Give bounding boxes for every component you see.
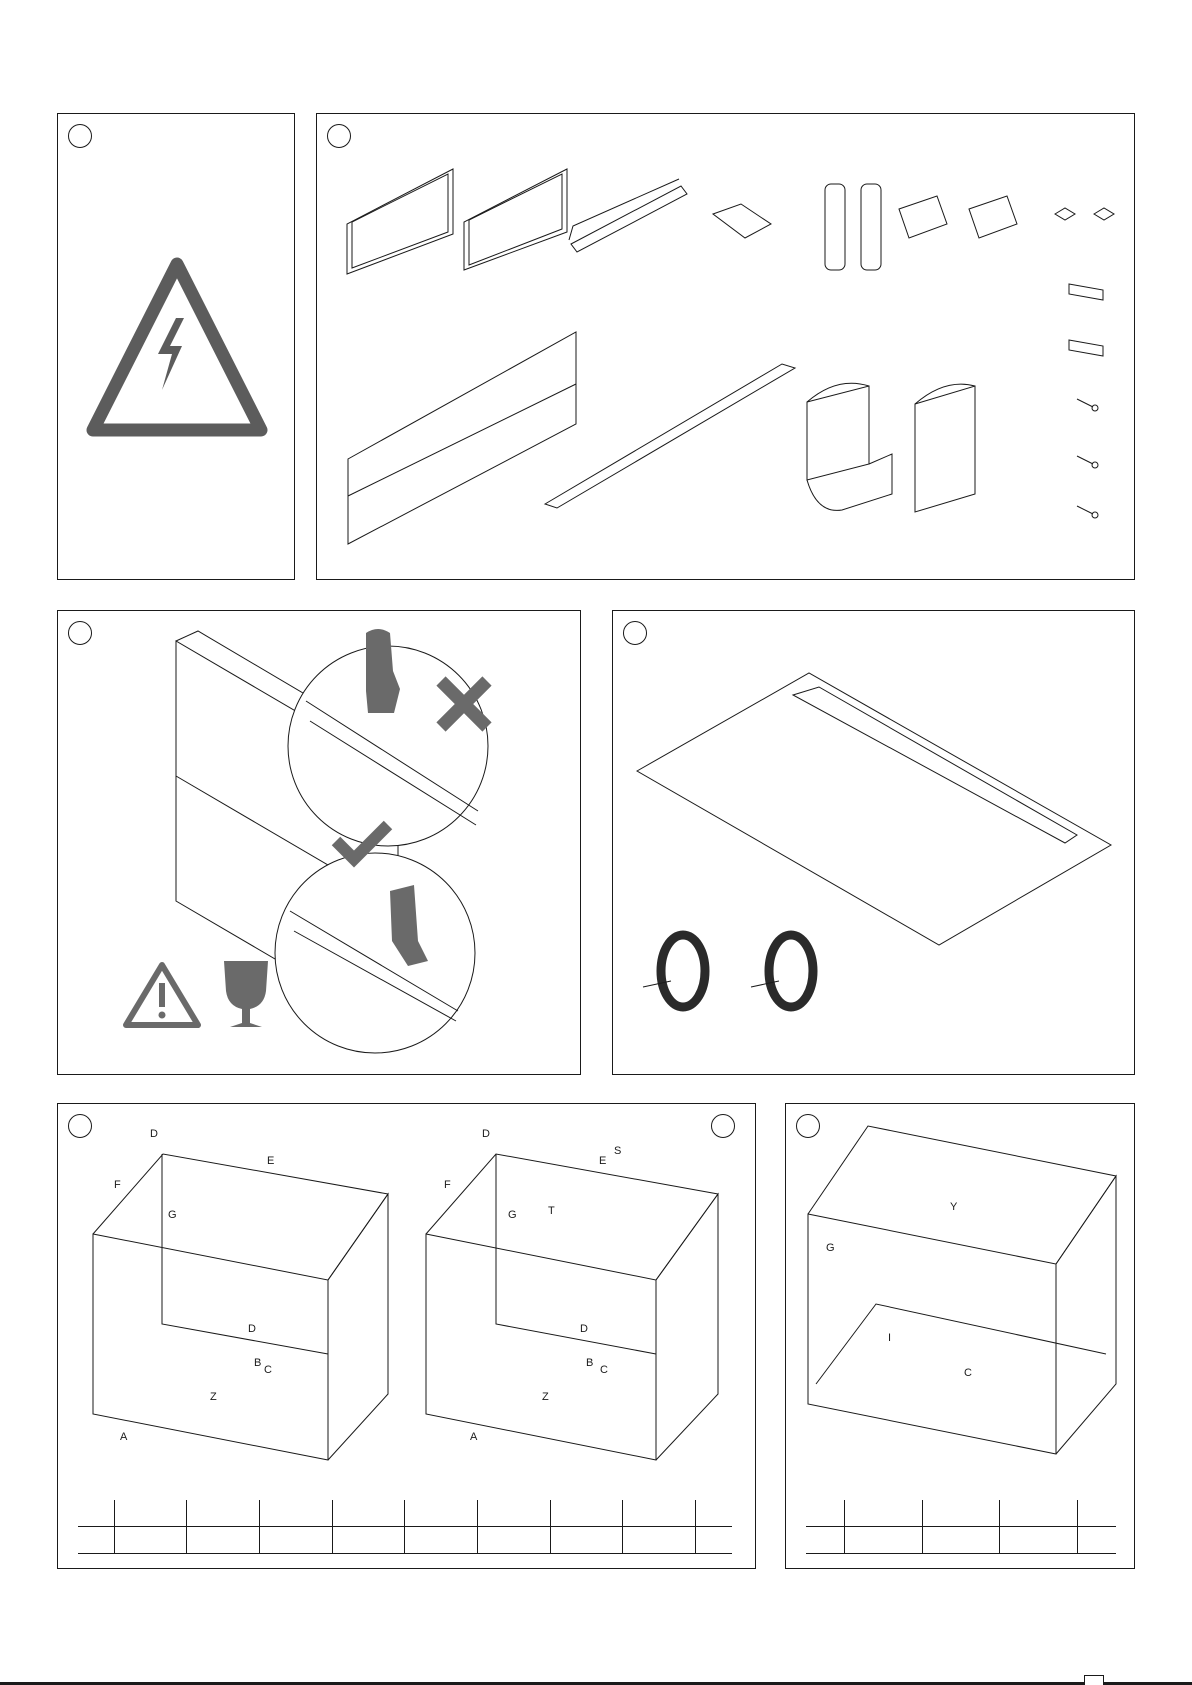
dim-label: E xyxy=(267,1155,274,1167)
dim-label: D xyxy=(150,1128,158,1140)
dim-label: F xyxy=(114,1179,121,1191)
dim-label: B xyxy=(586,1357,593,1369)
clip-part xyxy=(1055,208,1114,220)
seal-tape-roll xyxy=(751,935,813,1007)
dim-label: I xyxy=(888,1332,891,1344)
hob-glass-drawing xyxy=(637,673,1111,945)
dim-label: B xyxy=(254,1357,261,1369)
duct-straight-part xyxy=(915,384,975,512)
dim-label: C xyxy=(264,1364,272,1376)
dim-label: C xyxy=(964,1367,972,1379)
rail-part xyxy=(569,179,687,252)
dim-label: D xyxy=(482,1128,490,1140)
dim-label: G xyxy=(508,1209,517,1221)
dim-label: C xyxy=(600,1364,608,1376)
panel-parts-overview xyxy=(316,113,1135,580)
panel-hob-and-seal xyxy=(612,610,1135,1075)
mounting-bracket-part xyxy=(1069,284,1103,356)
front-panel-part xyxy=(347,169,453,274)
dim-label: Z xyxy=(210,1391,217,1403)
panel-cabinet-cutout-dimensions: D E F G D B C Z A D S E F G T D B C Z A xyxy=(57,1103,756,1569)
dim-label: G xyxy=(826,1242,835,1254)
dim-label: D xyxy=(248,1323,256,1335)
back-panel-part xyxy=(348,332,576,544)
dimension-table-right xyxy=(806,1500,1116,1554)
panel-handling-instructions xyxy=(57,610,581,1075)
fragile-glass-icon xyxy=(58,611,582,1076)
dim-label: S xyxy=(614,1145,621,1157)
page-footer-tab xyxy=(1084,1675,1104,1685)
dim-label: T xyxy=(548,1205,555,1217)
electrical-hazard-icon xyxy=(58,114,296,581)
dim-label: D xyxy=(580,1323,588,1335)
duct-elbow-part xyxy=(807,383,892,510)
dimension-table-left xyxy=(78,1500,732,1554)
dim-label: Y xyxy=(950,1201,958,1213)
dim-label: Z xyxy=(542,1391,549,1403)
dim-label: G xyxy=(168,1209,177,1221)
panel-electrical-warning xyxy=(57,113,295,580)
dim-label: A xyxy=(120,1431,128,1443)
seal-tape-roll xyxy=(643,935,705,1007)
parts-drawing xyxy=(317,114,1136,581)
connector-box-part xyxy=(899,196,1017,238)
bracket-plate-part xyxy=(713,204,771,238)
dim-label: A xyxy=(470,1431,478,1443)
column-part xyxy=(825,184,881,270)
panel-cabinet-drawer-dimensions: Y G I C xyxy=(785,1103,1135,1569)
screw-part xyxy=(1077,399,1098,518)
strip-part xyxy=(545,364,795,508)
dim-label: F xyxy=(444,1179,451,1191)
front-panel-part xyxy=(464,169,567,270)
dim-label: E xyxy=(599,1155,606,1167)
